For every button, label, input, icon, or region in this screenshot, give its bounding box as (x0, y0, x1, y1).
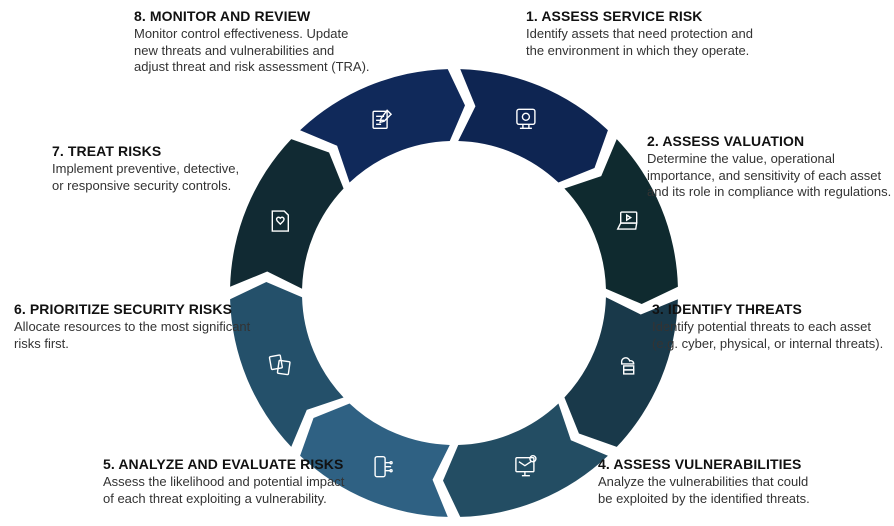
step-4: 4. ASSESS VULNERABILITIES Analyze the vu… (598, 456, 810, 507)
step-1: 1. ASSESS SERVICE RISK Identify assets t… (526, 8, 753, 59)
laptop-play-icon (616, 211, 638, 230)
phone-network-icon (374, 456, 393, 478)
step-8: 8. MONITOR AND REVIEW Monitor control ef… (134, 8, 370, 76)
monitor-alert-icon (515, 455, 537, 477)
step-3-title: 3. IDENTIFY THREATS (652, 301, 802, 317)
ring-segment-3 (564, 297, 678, 447)
step-3-desc: Identify potential threats to each asset… (652, 318, 884, 351)
step-8-desc: Monitor control effectiveness. Update ne… (134, 25, 370, 75)
shield-document-icon (271, 210, 289, 232)
step-6: 6. PRIORITIZE SECURITY RISKS Allocate re… (14, 301, 250, 352)
cloud-server-icon (620, 357, 635, 375)
step-2: 2. ASSESS VALUATION Determine the value,… (647, 133, 891, 201)
step-7-desc: Implement preventive, detective, or resp… (52, 160, 240, 193)
step-4-desc: Analyze the vulnerabilities that could b… (598, 473, 810, 506)
step-5: 5. ANALYZE AND EVALUATE RISKS Assess the… (103, 456, 344, 507)
step-7-title: 7. TREAT RISKS (52, 143, 162, 159)
ring-segment-4 (443, 403, 608, 517)
step-6-title: 6. PRIORITIZE SECURITY RISKS (14, 301, 233, 317)
step-5-desc: Assess the likelihood and potential impa… (103, 473, 345, 506)
step-2-title: 2. ASSESS VALUATION (647, 133, 805, 149)
step-3: 3. IDENTIFY THREATS Identify potential t… (652, 301, 883, 352)
ring-segment-1 (458, 69, 608, 183)
ring-segment-6 (230, 282, 344, 447)
step-5-title: 5. ANALYZE AND EVALUATE RISKS (103, 456, 344, 472)
step-4-title: 4. ASSESS VULNERABILITIES (598, 456, 802, 472)
document-edit-icon (372, 109, 393, 130)
photo-cards-icon (268, 354, 291, 376)
monitor-video-icon (516, 108, 536, 130)
step-8-title: 8. MONITOR AND REVIEW (134, 8, 311, 24)
step-2-desc: Determine the value, operational importa… (647, 150, 892, 200)
step-7: 7. TREAT RISKS Implement preventive, det… (52, 143, 239, 194)
step-1-desc: Identify assets that need protection and… (526, 25, 753, 58)
ring-segment-8 (300, 69, 465, 183)
step-6-desc: Allocate resources to the most significa… (14, 318, 251, 351)
step-1-title: 1. ASSESS SERVICE RISK (526, 8, 703, 24)
